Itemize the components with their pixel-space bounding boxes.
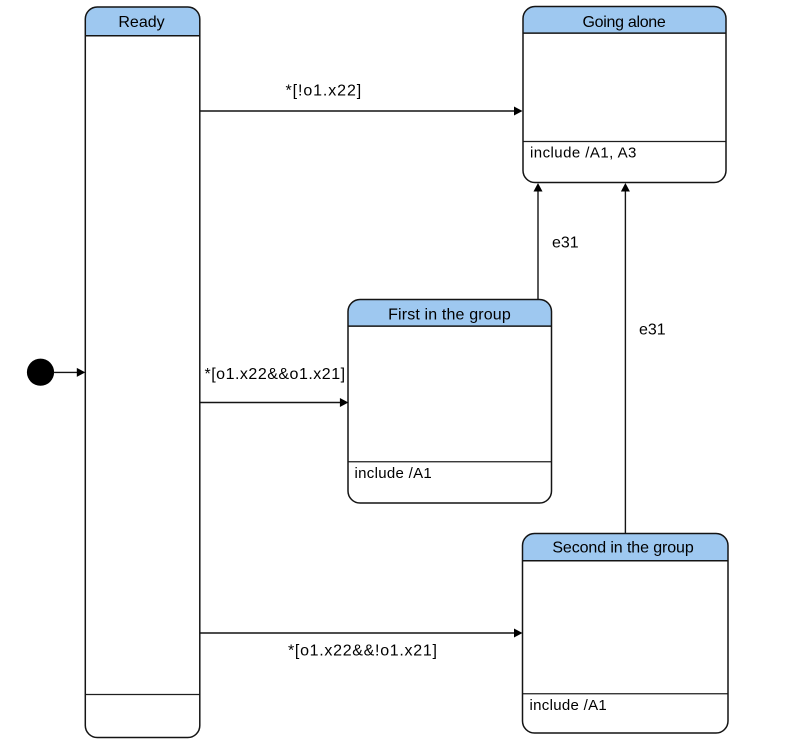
svg-text:e31: e31 [639,322,666,339]
svg-text:First in the group: First in the group [388,307,511,324]
svg-text:e31: e31 [552,235,579,252]
svg-text:*[!o1.x22]: *[!o1.x22] [286,83,363,100]
svg-text:include /A1, A3: include /A1, A3 [530,145,637,162]
svg-text:include /A1: include /A1 [530,697,608,714]
svg-text:include /A1: include /A1 [355,465,433,482]
svg-text:*[o1.x22&&o1.x21]: *[o1.x22&&o1.x21] [205,366,346,383]
svg-text:Second in the group: Second in the group [552,540,694,557]
svg-text:Ready: Ready [118,14,164,31]
svg-text:Going alone: Going alone [583,14,666,31]
svg-text:*[o1.x22&&!o1.x21]: *[o1.x22&&!o1.x21] [288,643,438,660]
